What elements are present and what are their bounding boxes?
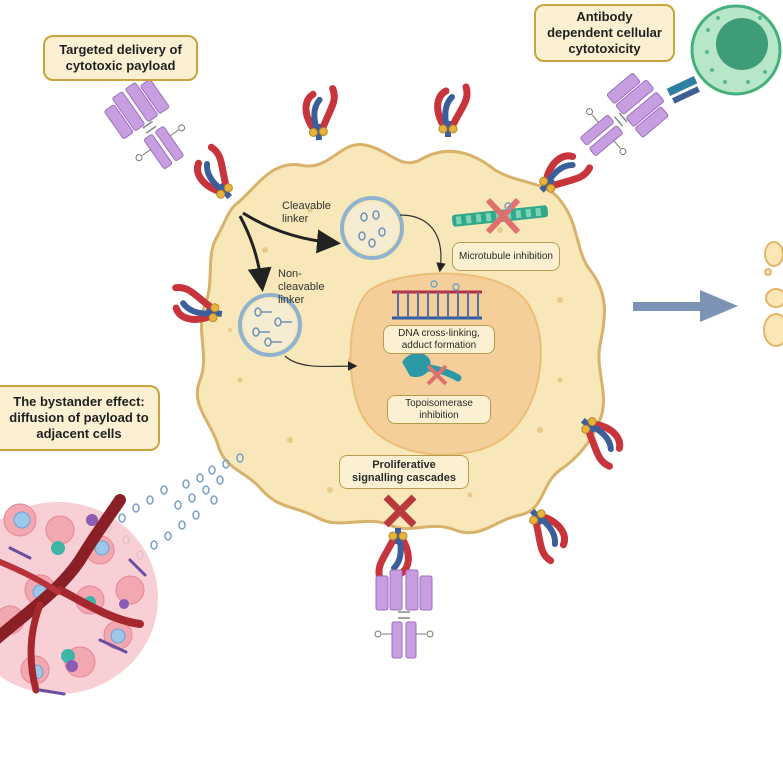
label-dna-text: DNA cross-linking, adduct formation: [398, 327, 480, 351]
callout-proliferative: Proliferative signalling cascades: [339, 455, 469, 489]
label-microtubule: Microtubule inhibition: [452, 242, 560, 271]
outcome-arrow: [633, 290, 738, 322]
label-microtubule-text: Microtubule inhibition: [459, 250, 553, 262]
label-non-cleavable: Non-cleavable linker: [278, 268, 348, 307]
immune-cell-icon: [666, 4, 782, 104]
label-cleavable-text: Cleavable linker: [282, 200, 331, 225]
label-dna: DNA cross-linking, adduct formation: [383, 325, 495, 354]
label-topoisomerase-text: Topoisomerase inhibition: [405, 397, 473, 421]
receptor-top-left: [304, 88, 338, 140]
callout-adcc-text: Antibody dependent cellular cytotoxicity: [547, 9, 662, 56]
dna-icon: [392, 280, 482, 320]
arrow-to-non-cleavable: [238, 215, 272, 292]
arrow-to-nucleus-1: [399, 214, 446, 273]
arrow-to-cleavable: [242, 211, 341, 254]
antibody-top-left: [99, 72, 199, 180]
microtubule-icon: [451, 197, 549, 235]
apoptotic-fragments: [763, 241, 783, 347]
callout-proliferative-text: Proliferative signalling cascades: [352, 459, 456, 484]
receptor-upper-left: [190, 147, 245, 204]
label-topoisomerase: Topoisomerase inhibition: [387, 395, 491, 424]
cleavable-vesicle: [340, 196, 404, 260]
antibody-bottom: [374, 569, 434, 659]
topoisomerase-icon: [402, 352, 462, 386]
non-cleavable-vesicle: [238, 293, 302, 357]
inhibit-x-icon: [383, 494, 417, 528]
callout-bystander: The bystander effect: diffusion of paylo…: [0, 385, 160, 451]
tumour-tissue: [0, 494, 158, 696]
callout-targeted-delivery-text: Targeted delivery of cytotoxic payload: [59, 42, 182, 73]
antibody-top-right: [568, 67, 675, 170]
label-non-cleavable-text: Non-cleavable linker: [278, 268, 325, 306]
arrow-to-nucleus-2: [284, 355, 358, 371]
callout-adcc: Antibody dependent cellular cytotoxicity: [534, 4, 675, 62]
label-cleavable: Cleavable linker: [282, 200, 342, 226]
receptor-top: [438, 87, 467, 137]
nucleus: [349, 272, 542, 456]
callout-targeted-delivery: Targeted delivery of cytotoxic payload: [43, 35, 198, 81]
callout-bystander-text: The bystander effect: diffusion of paylo…: [9, 394, 149, 441]
